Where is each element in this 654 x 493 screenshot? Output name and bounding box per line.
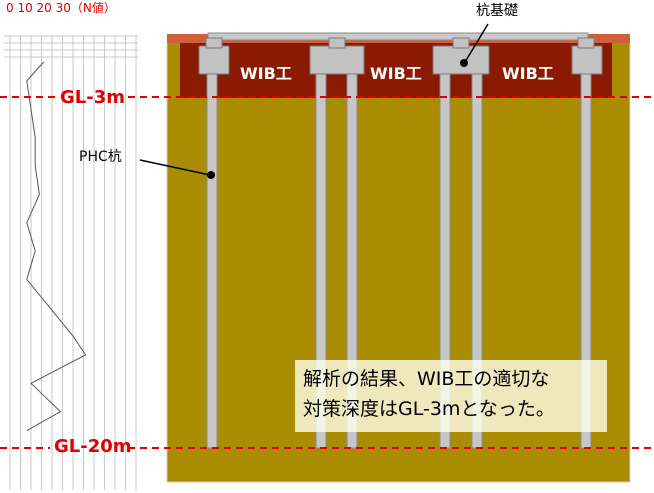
wib-zone [180, 42, 612, 98]
n-value-profile-line [26, 61, 87, 432]
pile-cap-neck [205, 37, 223, 49]
connecting-beam [207, 32, 589, 41]
n-value-axis-label: 0 10 20 30（N値） [6, 1, 116, 15]
pile-cap-neck [452, 37, 470, 49]
pile-leader-dot [207, 171, 215, 179]
conclusion-box: 解析の結果、WIB工の適切な 対策深度はGL-3mとなった。 [295, 360, 607, 432]
conclusion-line-1: 解析の結果、WIB工の適切な [303, 368, 550, 390]
foundation-callout-label: 杭基礎 [476, 3, 518, 19]
pile-cap-neck [577, 37, 595, 49]
foundation-leader-line [464, 23, 489, 63]
gl20-label: GL-20m [54, 436, 132, 457]
pile-cap [432, 45, 490, 75]
pile-cap-neck [328, 37, 346, 49]
wib-label: WIB工 [240, 64, 292, 83]
pile-cap [198, 45, 230, 75]
pile-cap [309, 45, 365, 75]
phc-pile [206, 49, 218, 449]
foundation-leader-dot [460, 59, 468, 67]
wib-label: WIB工 [502, 64, 554, 83]
pile-cap [571, 45, 603, 75]
wib-label: WIB工 [370, 64, 422, 83]
pile-cap-group [198, 37, 603, 75]
pile-leader-line [139, 159, 211, 176]
conclusion-line-2: 対策深度はGL-3mとなった。 [303, 398, 555, 420]
n-value-grid [4, 35, 138, 490]
pile-callout-label: PHC杭 [79, 149, 122, 165]
gl3-label: GL-3m [60, 87, 125, 108]
